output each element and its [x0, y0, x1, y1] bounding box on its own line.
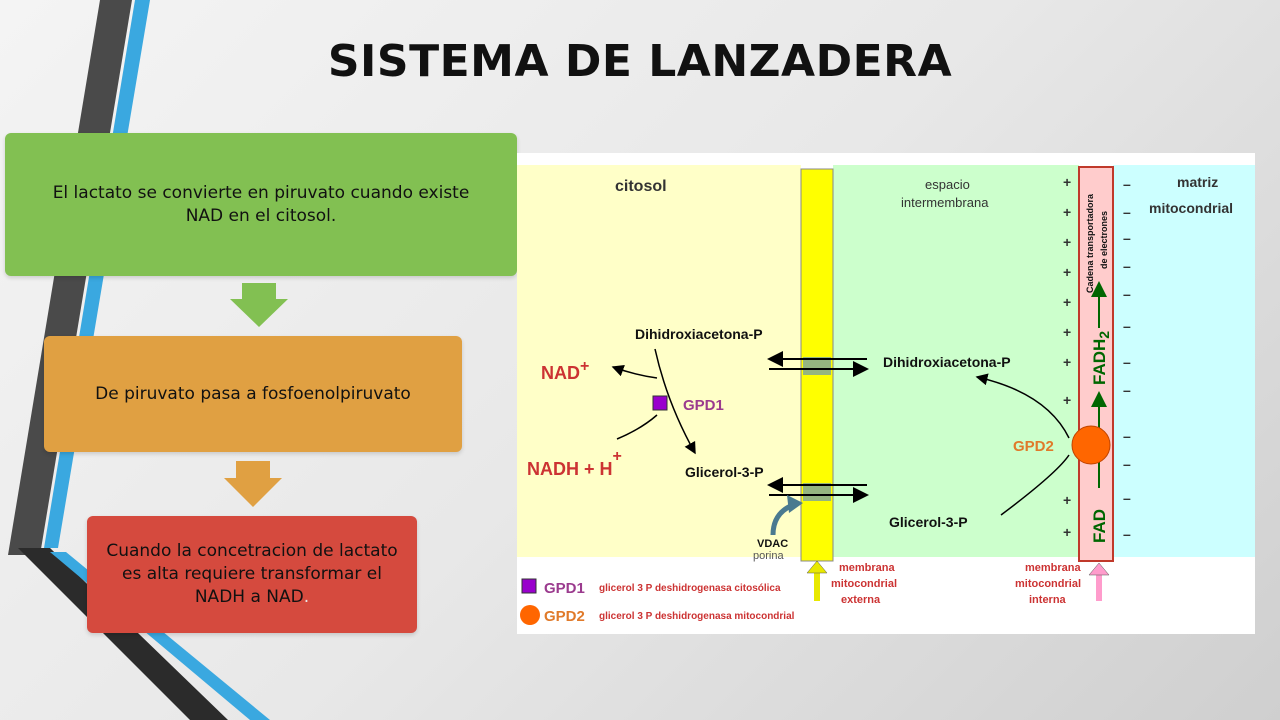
minus-sign: –	[1123, 382, 1131, 398]
ims-arrow-to-gpd2	[1000, 454, 1070, 516]
plus-sign: +	[1063, 354, 1071, 370]
legend-gpd2-marker	[520, 605, 540, 625]
cytosol-label: citosol	[615, 178, 667, 195]
gpd1-marker	[652, 395, 668, 411]
inner-membrane-pointer-head	[1088, 562, 1110, 576]
plus-signs: + + + + + + + + + +	[1063, 174, 1071, 540]
slide-title: SISTEMA DE LANZADERA	[327, 36, 953, 87]
plus-sign: +	[1063, 492, 1071, 508]
shuttle-diagram: citosol espacio intermembrana matriz mit…	[517, 153, 1255, 634]
channel-bottom	[803, 483, 831, 501]
nadh-label: NADH + H+	[527, 448, 622, 479]
chain-label-2: de electrones	[1099, 211, 1109, 269]
minus-sign: –	[1123, 490, 1131, 506]
legend-gpd2-symbol: GPD2	[544, 608, 585, 625]
chain-label-1: Cadena transportadora	[1085, 193, 1095, 293]
legend-gpd1-marker	[521, 578, 537, 594]
gpd2-label: GPD2	[1013, 438, 1054, 455]
porina-label: porina	[753, 550, 784, 562]
down-arrow-1	[230, 283, 288, 327]
plus-sign: +	[1063, 234, 1071, 250]
legend-gpd2-text: glicerol 3 P deshidrogenasa mitocondrial	[599, 611, 795, 622]
down-arrow-2-shape	[224, 461, 282, 507]
fadh-label: FADH2	[1090, 331, 1112, 385]
cyto-g3p-label: Glicerol-3-P	[685, 464, 764, 480]
legend-gpd1-symbol: GPD1	[544, 580, 585, 597]
nad-label: NAD+	[541, 358, 589, 383]
step-box-1: El lactato se convierte en piruvato cuan…	[5, 133, 517, 276]
minus-sign: –	[1123, 456, 1131, 472]
down-arrow-1-shape	[230, 283, 288, 327]
stripe-black-lower	[18, 548, 228, 720]
inner-membrane-label-1: membrana	[1025, 562, 1082, 574]
cytosol-region	[517, 165, 801, 557]
matrix-region	[1113, 165, 1255, 557]
cyto-reaction-arrow-main	[654, 348, 696, 455]
minus-sign: –	[1123, 176, 1131, 192]
plus-sign: +	[1063, 324, 1071, 340]
matrix-label-2: mitocondrial	[1149, 200, 1233, 216]
plus-sign: +	[1063, 392, 1071, 408]
minus-sign: –	[1123, 428, 1131, 444]
fad-label: FAD	[1090, 509, 1109, 543]
gpd2-circle	[1071, 425, 1111, 465]
minus-sign: –	[1123, 354, 1131, 370]
vdac-arrowhead	[787, 495, 803, 513]
gpd1-label: GPD1	[683, 397, 724, 414]
intermembrane-label-1: espacio	[925, 177, 970, 192]
minus-sign: –	[1123, 286, 1131, 302]
outer-membrane-label-1: membrana	[839, 562, 896, 574]
ims-arrow-to-dhap	[975, 373, 1070, 439]
ims-dhap-label: Dihidroxiacetona-P	[883, 354, 1011, 370]
minus-sign: –	[1123, 318, 1131, 334]
step-box-3: Cuando la concetracion de lactato es alt…	[87, 516, 417, 633]
plus-sign: +	[1063, 294, 1071, 310]
step-text-3: Cuando la concetracion de lactato es alt…	[106, 541, 398, 607]
step-box-2: De piruvato pasa a fosfoenolpiruvato	[44, 336, 462, 452]
intermembrane-region	[833, 165, 1079, 557]
minus-sign: –	[1123, 230, 1131, 246]
cyto-dhap-label: Dihidroxiacetona-P	[635, 326, 763, 342]
minus-signs: – – – – – – – – – – – –	[1123, 176, 1131, 542]
matrix-label-1: matriz	[1177, 174, 1218, 190]
minus-sign: –	[1123, 204, 1131, 220]
down-arrow-2	[224, 461, 282, 507]
plus-sign: +	[1063, 524, 1071, 540]
channel-top	[803, 357, 831, 375]
outer-membrane-label-3: externa	[841, 594, 881, 606]
cyto-reaction-arrow-nad	[611, 364, 658, 379]
minus-sign: –	[1123, 258, 1131, 274]
plus-sign: +	[1063, 174, 1071, 190]
legend-gpd1-text: glicerol 3 P deshidrogenasa citosólica	[599, 583, 781, 594]
inner-membrane	[1078, 166, 1114, 562]
outer-membrane-pointer-head	[806, 560, 828, 574]
vdac-label: VDAC	[757, 538, 788, 550]
outer-membrane-label-2: mitocondrial	[831, 578, 897, 590]
inner-membrane-label-3: interna	[1029, 594, 1067, 606]
inner-membrane-label-2: mitocondrial	[1015, 578, 1081, 590]
step-text-1: El lactato se convierte en piruvato cuan…	[52, 182, 470, 226]
plus-sign: +	[1063, 264, 1071, 280]
cyto-reaction-arrow-nadh	[616, 414, 658, 440]
ims-g3p-label: Glicerol-3-P	[889, 514, 968, 530]
step-text-2: De piruvato pasa a fosfoenolpiruvato	[95, 383, 411, 404]
plus-sign: +	[1063, 204, 1071, 220]
minus-sign: –	[1123, 526, 1131, 542]
intermembrane-label-2: intermembrana	[901, 195, 989, 210]
